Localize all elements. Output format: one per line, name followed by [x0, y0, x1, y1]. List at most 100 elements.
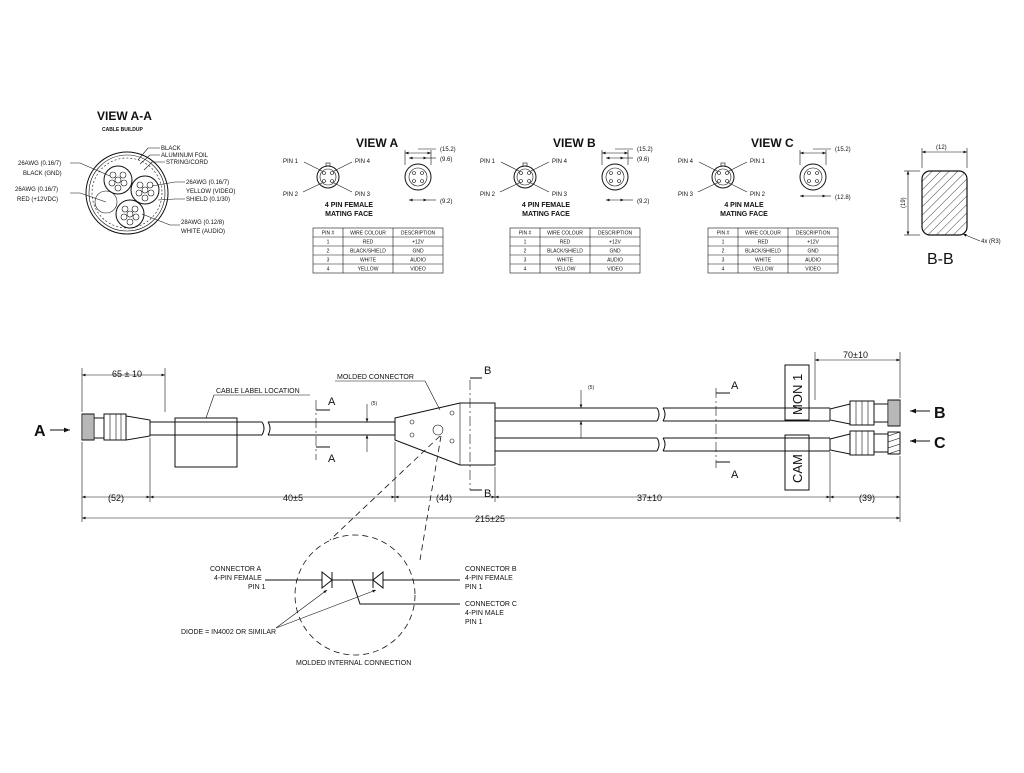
pin-label: PIN 3 [552, 192, 568, 198]
view-caption-2: MATING FACE [325, 211, 373, 218]
pin-label: PIN 1 [750, 159, 766, 165]
table-cell: RED [758, 240, 769, 246]
pin-label: PIN 4 [552, 159, 568, 165]
view-dim: (12.8) [835, 195, 851, 201]
view-caption-1: 4 PIN FEMALE [325, 202, 374, 209]
diode-2-icon [372, 570, 384, 590]
pin-label: PIN 4 [355, 159, 371, 165]
pin-contact [322, 171, 326, 175]
connector-face-side [404, 163, 432, 191]
label-gnd-awg: 26AWG (0.16/7) [18, 161, 61, 167]
dim-70: 70±10 [843, 350, 868, 360]
tag-cam [784, 434, 810, 491]
pin-contact [725, 171, 729, 175]
pin-contact [330, 179, 334, 183]
bb-radius: 4x (R3) [981, 239, 1001, 245]
table-cell: AUDIO [410, 258, 426, 264]
tag-cam-label: CAM [790, 454, 805, 483]
internal-connection-detail: CONNECTOR A 4-PIN FEMALE PIN 1 CONNECTOR… [181, 435, 517, 667]
wire-white [115, 199, 145, 229]
label-yellow-awg: 26AWG (0.16/7) [186, 180, 229, 186]
table-header-cell: PIN # [717, 231, 730, 237]
view-dim: (15.2) [835, 147, 851, 153]
table-cell: GND [609, 249, 621, 255]
table-cell: 2 [722, 249, 725, 255]
conn-a-line-1: CONNECTOR A [210, 566, 262, 573]
view-dim: (15.2) [440, 147, 456, 153]
cable-label-location: CABLE LABEL LOCATION [216, 388, 300, 395]
table-cell: 4 [327, 267, 330, 273]
table-cell: YELLOW [753, 267, 774, 273]
section-a-mark-3: A [731, 380, 739, 392]
cable-label-box [174, 417, 238, 468]
conn-a-line-2: 4-PIN FEMALE [214, 575, 262, 582]
pin-contact [519, 171, 523, 175]
key-notch [325, 162, 331, 167]
molded-connector-label: MOLDED CONNECTOR [337, 374, 414, 381]
section-b-mark-2: B [484, 488, 491, 500]
dim-65: 65 ± 10 [112, 369, 142, 379]
label-string: STRING/CORD [166, 160, 209, 166]
table-cell: RED [363, 240, 374, 246]
dim-37: 37±10 [637, 493, 662, 503]
section-a-mark-4: A [731, 469, 739, 481]
table-header-cell: WIRE COLOUR [745, 231, 781, 237]
label-white: WHITE (AUDIO) [181, 229, 225, 235]
table-cell: AUDIO [805, 258, 821, 264]
label-red: RED (+12VDC) [17, 197, 58, 203]
conn-a-line-3: PIN 1 [248, 584, 266, 591]
dim-39: (39) [859, 493, 875, 503]
table-cell: 1 [524, 240, 527, 246]
table-cell: WHITE [557, 258, 574, 264]
dim-215: 215±25 [475, 514, 505, 524]
label-yellow: YELLOW (VIDEO) [186, 189, 235, 195]
label-gnd: BLACK (GND) [23, 171, 62, 177]
table-cell: 3 [327, 258, 330, 264]
section-bb-title: B-B [927, 251, 954, 268]
detail-circle [294, 534, 416, 656]
label-shield: SHIELD (0.1/30) [186, 197, 230, 203]
table-cell: YELLOW [358, 267, 379, 273]
table-header-cell: PIN # [322, 231, 335, 237]
label-foil: ALUMINUM FOIL [161, 153, 209, 159]
pin-label: PIN 1 [283, 159, 299, 165]
view-arrow-c-label: C [934, 435, 946, 452]
connector-c-text: CONNECTOR C 4-PIN MALE PIN 1 [465, 601, 517, 626]
internal-connection-caption: MOLDED INTERNAL CONNECTION [296, 660, 411, 667]
pin-label: PIN 3 [678, 192, 694, 198]
dim-52: (52) [108, 493, 124, 503]
view-dim: (15.2) [637, 147, 653, 153]
table-cell: 4 [524, 267, 527, 273]
buildup-leaders [70, 147, 185, 226]
table-cell: +12V [807, 240, 819, 246]
table-cell: 4 [722, 267, 725, 273]
cable-cross-section [85, 151, 169, 235]
dim-44: (44) [436, 493, 452, 503]
pin-contact [717, 179, 721, 183]
tag-mon1-label: MON 1 [790, 374, 805, 415]
table-cell: VIDEO [805, 267, 821, 273]
connector-face-side [799, 163, 827, 191]
view-caption-1: 4 PIN FEMALE [522, 202, 571, 209]
table-cell: BLACK/SHIELD [350, 249, 386, 255]
view-dim: (9.6) [440, 157, 452, 163]
pin-contact [322, 179, 326, 183]
wire-gnd [103, 165, 133, 195]
table-cell: 3 [722, 258, 725, 264]
table-cell: RED [560, 240, 571, 246]
view-caption-2: MATING FACE [522, 211, 570, 218]
conn-b-line-2: 4-PIN FEMALE [465, 575, 513, 582]
pin-label: PIN 2 [480, 192, 496, 198]
dim-5-a: (5) [371, 401, 377, 407]
table-cell: YELLOW [555, 267, 576, 273]
table-cell: 3 [524, 258, 527, 264]
table-cell: WHITE [360, 258, 377, 264]
view-title: VIEW C [751, 136, 794, 150]
connector-face-side [601, 163, 629, 191]
